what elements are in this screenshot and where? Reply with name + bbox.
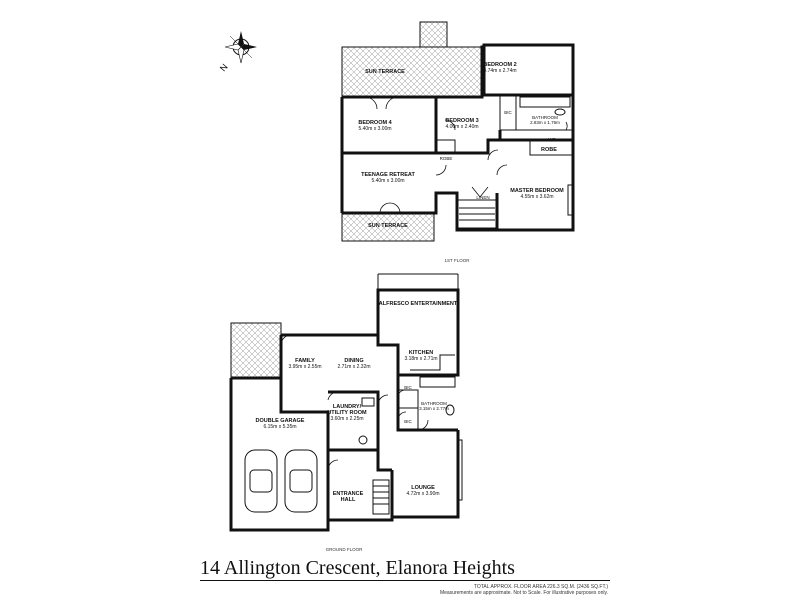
ff-linen-label: LINEN — [476, 195, 489, 200]
ff-robe-b3-label: ROBE — [440, 156, 453, 161]
gf-family-label: FAMILY — [295, 358, 315, 364]
ff-teenage-retreat-label: TEENAGE RETREAT — [361, 172, 415, 178]
ff-sun-terrace-bottom-label: SUN TERRACE — [368, 223, 408, 229]
ff-master-bedroom-label: MASTER BEDROOM — [510, 188, 564, 194]
ff-bedroom3-dims: 4.00m x 2.40m — [445, 124, 478, 130]
ff-bedroom3-label: BEDROOM 3 — [445, 118, 478, 124]
ff-bedroom4-dims: 5.40m x 3.00m — [358, 126, 391, 132]
area-note: TOTAL APPROX. FLOOR AREA 226.3 SQ.M. (24… — [440, 584, 608, 596]
gf-bathroom-dims: 3.15m x 2.77m — [419, 406, 449, 411]
gf-laundry-label: LAUNDRY/ — [333, 404, 362, 410]
first-floor-plan — [340, 21, 575, 242]
gf-bic1-label: BIC — [404, 385, 412, 390]
gf-garage-dims: 6.15m x 5.35m — [263, 424, 296, 430]
gf-entrance-label2: HALL — [341, 497, 356, 503]
sun-terrace-top-area — [341, 46, 483, 98]
ff-bathroom-dims: 2.83m x 1.76m — [530, 120, 560, 125]
gf-kitchen-label: KITCHEN — [409, 350, 433, 356]
ff-bedroom4-label: BEDROOM 4 — [358, 120, 392, 126]
gf-family-dims: 3.95m x 2.55m — [288, 364, 321, 370]
compass-rose-icon — [224, 31, 257, 64]
gf-lounge-dims: 4.72m x 3.90m — [406, 491, 439, 497]
gf-terrace-area — [230, 322, 282, 379]
disclaimer: Measurements are approximate. Not to Sca… — [439, 590, 608, 596]
car-icon — [284, 449, 318, 513]
ff-bedroom2-dims: 4.74m x 2.74m — [483, 68, 516, 74]
property-address-title: 14 Allington Crescent, Elanora Heights — [200, 557, 515, 579]
gf-garage-label: DOUBLE GARAGE — [256, 418, 305, 424]
gf-dining-label: DINING — [344, 358, 363, 364]
ff-sun-terrace-top-label: SUN TERRACE — [365, 69, 405, 75]
ff-wc-label: WC — [548, 137, 556, 142]
ff-teenage-retreat-dims: 5.40m x 3.00m — [371, 178, 404, 184]
gf-laundry-label2: UTILITY ROOM — [327, 410, 367, 416]
first-floor-label: 1ST FLOOR — [445, 258, 471, 263]
title-underline — [200, 580, 610, 581]
gf-dining-dims: 2.71m x 2.32m — [337, 364, 370, 370]
compass-letter: N — [218, 62, 230, 73]
ff-bic-label: BIC — [504, 110, 512, 115]
gf-bathroom-label: BATHROOM — [421, 401, 447, 406]
car-icon — [244, 449, 278, 513]
gf-kitchen-dims: 3.18m x 2.71m — [404, 356, 437, 362]
gf-laundry-dims: 3.60m x 2.25m — [330, 416, 363, 422]
ground-floor-plan — [229, 273, 463, 532]
gf-lounge-label: LOUNGE — [411, 485, 435, 491]
gf-entrance-label: ENTRANCE — [333, 491, 364, 497]
gf-bic2-label: BIC — [404, 419, 412, 424]
ff-robe-master-label: ROBE — [541, 147, 557, 153]
ff-bathroom-label: BATHROOM — [532, 115, 558, 120]
sun-terrace-bottom-area — [341, 212, 435, 242]
sun-terrace-top-ext — [419, 21, 448, 48]
gf-alfresco-label: ALFRESCO ENTERTAINMENT — [379, 301, 458, 307]
total-floor-area: TOTAL APPROX. FLOOR AREA 226.3 SQ.M. (24… — [473, 584, 608, 590]
ff-bedroom2-label: BEDROOM 2 — [483, 62, 516, 68]
ground-floor-label: GROUND FLOOR — [326, 547, 364, 552]
ff-master-bedroom-dims: 4.55m x 3.62m — [520, 194, 553, 200]
